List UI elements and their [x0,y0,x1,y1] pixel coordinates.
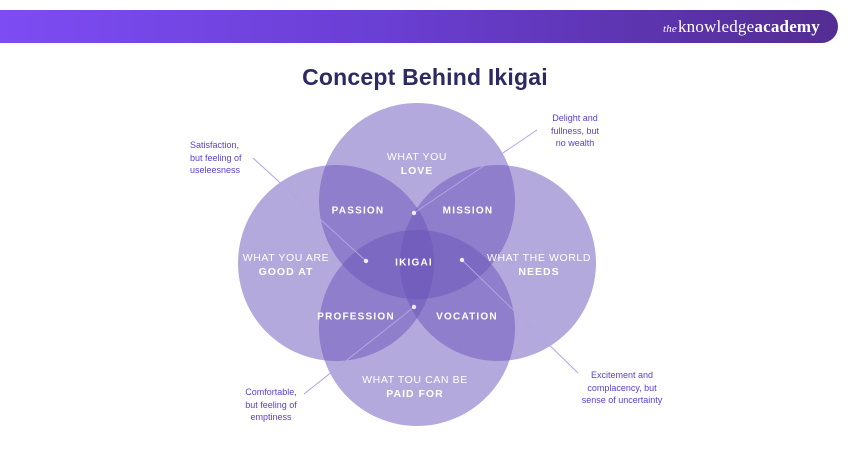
annotation-delight-line1: Delight and [552,113,598,123]
label-what-the-world-needs: WHAT THE WORLD NEEDS [487,252,591,279]
label-good-at-line2: GOOD AT [258,265,314,278]
label-paid-for-line1: WHAT TOU CAN BE [362,374,468,386]
callout-line-excitement [461,259,579,374]
callout-dot-delight [411,210,417,216]
label-what-you-are-good-at: WHAT YOU ARE GOOD AT [243,252,330,279]
annotation-satisfaction-line2: but feeling of [190,152,242,163]
annotation-excitement-line3: sense of uncertainty [581,395,663,405]
annotation-comfortable-line2: but feeling of [245,399,297,410]
label-profession: PROFESSION [317,311,395,323]
label-needs-line2: NEEDS [518,265,560,278]
label-what-you-can-be-paid-for: WHAT TOU CAN BE PAID FOR [362,374,468,401]
logo-knowledge: knowledge [677,16,755,36]
label-paid-for-line2: PAID FOR [386,387,444,400]
label-needs-line1: WHAT THE WORLD [486,252,592,264]
annotation-delight-line3: no wealth [555,138,595,148]
label-what-you-love-line2: LOVE [400,164,434,177]
callout-dot-satisfaction [363,258,369,264]
annotation-delight-line2: fullness, but [550,125,600,136]
label-mission: MISSION [442,205,494,217]
annotation-comfortable-line1: Comfortable, [245,387,297,397]
annotation-comfortable: Comfortable, but feeling of emptiness [245,386,297,424]
knowledge-academy-logo: theknowledgeacademy [663,17,820,37]
circle-what-you-can-be-paid-for [319,230,515,426]
label-vocation: VOCATION [436,311,498,323]
callout-line-comfortable [303,306,415,395]
annotation-satisfaction-line1: Satisfaction, [190,140,240,150]
annotation-excitement-line1: Excitement and [590,370,654,380]
logo-academy: academy [754,16,820,36]
label-passion: PASSION [331,205,385,217]
callout-line-delight [413,129,538,214]
label-what-you-love-line1: WHAT YOU [386,151,448,163]
label-ikigai: IKIGAI [395,257,433,269]
annotation-comfortable-line3: emptiness [250,412,292,422]
annotation-delight: Delight and fullness, but no wealth [551,112,599,150]
annotation-excitement: Excitement and complacency, but sense of… [582,369,663,407]
header-bar: theknowledgeacademy [0,10,838,43]
label-what-you-love: WHAT YOU LOVE [387,151,447,178]
annotation-satisfaction-line3: useleesness [190,165,241,175]
annotation-excitement-line2: complacency, but [587,382,657,393]
callout-line-satisfaction [252,157,367,262]
callout-dot-excitement [459,257,465,263]
annotation-satisfaction: Satisfaction, but feeling of useleesness [190,139,242,177]
callout-dot-comfortable [411,304,417,310]
logo-the: the [662,22,677,35]
page-title: Concept Behind Ikigai [302,64,548,90]
label-good-at-line1: WHAT YOU ARE [242,252,330,264]
